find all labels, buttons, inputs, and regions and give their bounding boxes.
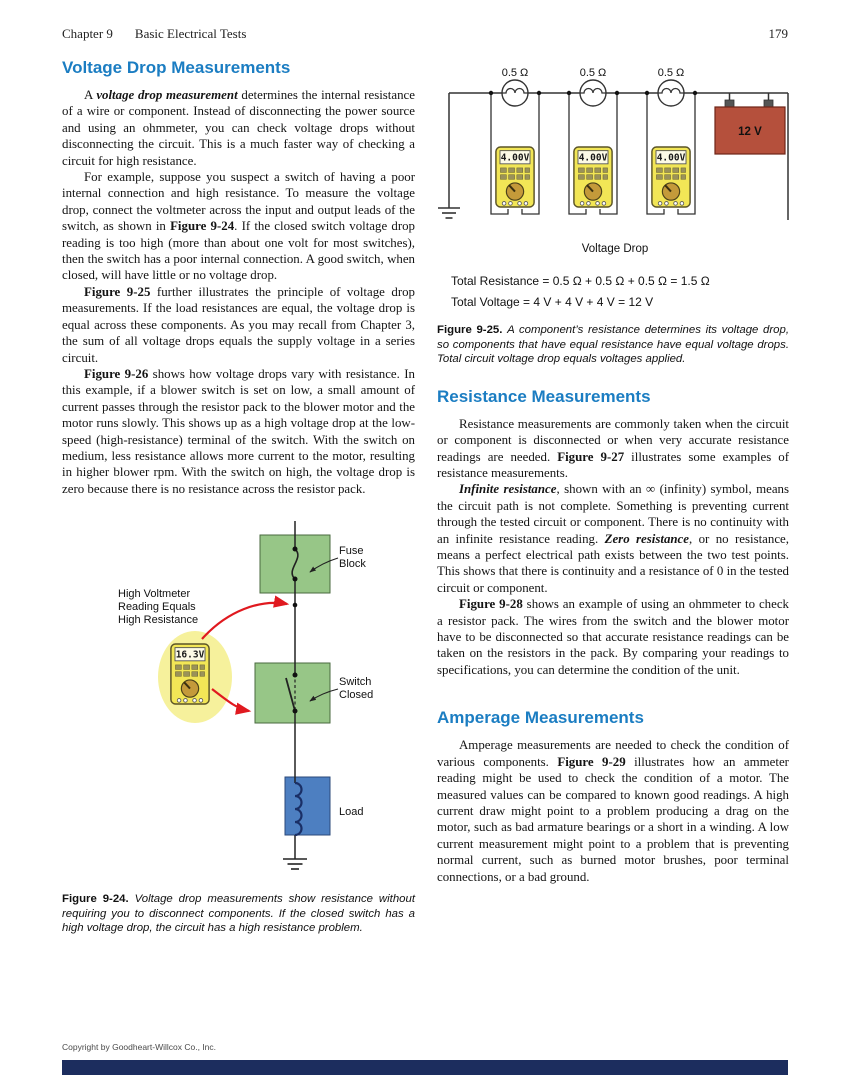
figure-9-25-caption: Figure 9-25. A component’s resistance de… (437, 324, 789, 366)
resistors (501, 79, 685, 107)
figure-9-25-equations: Total Resistance = 0.5 Ω + 0.5 Ω + 0.5 Ω… (451, 271, 789, 313)
copyright-notice: Copyright by Goodheart-Willcox Co., Inc. (62, 1042, 217, 1052)
paragraph: A voltage drop measurement determines th… (62, 88, 415, 168)
voltmeter-display-3: 4.00V (657, 153, 686, 164)
high-reading-label-line3: High Resistance (118, 614, 198, 626)
diagram-title: Voltage Drop (582, 243, 649, 255)
high-reading-label-line2: Reading Equals (118, 601, 196, 613)
figure-9-25: 12 V (437, 62, 789, 367)
high-reading-label-line1: High Voltmeter (118, 588, 190, 600)
figure-9-24: 16.3V High Voltmeter Reading Equals High… (62, 513, 415, 936)
arrow-to-switch-input (201, 595, 290, 640)
paragraph: Resistance measurements are commonly tak… (437, 416, 790, 480)
paragraph: Infinite resistance, shown with an ∞ (in… (437, 482, 790, 595)
page-number: 179 (768, 26, 789, 41)
resistor-label-3: 0.5 Ω (658, 67, 685, 79)
battery-body (714, 106, 786, 155)
switch-label-line1: Switch (339, 676, 371, 688)
junction-dots (488, 90, 698, 96)
paragraph: Figure 9-28 shows an example of using an… (437, 597, 789, 677)
chapter-title: Basic Electrical Tests (134, 26, 247, 41)
section-heading-resistance: Resistance Measurements (437, 386, 651, 406)
page-header: Chapter 9 Basic Electrical Tests 179 (62, 26, 788, 42)
measurement-arrows (201, 595, 290, 715)
section-heading-voltage-drop: Voltage Drop Measurements (62, 58, 291, 77)
fuse-symbol (291, 546, 299, 582)
resistor-label-1: 0.5 Ω (502, 67, 529, 79)
equation-total-voltage: Total Voltage = 4 V + 4 V + 4 V = 12 V (451, 295, 654, 309)
resistor-label-2: 0.5 Ω (580, 67, 607, 79)
load-label: Load (339, 806, 363, 818)
battery-label: 12 V (738, 126, 762, 138)
fuse-block-label-line2: Block (339, 558, 366, 570)
equation-total-resistance: Total Resistance = 0.5 Ω + 0.5 Ω + 0.5 Ω… (451, 274, 710, 288)
switch-symbol (285, 672, 298, 714)
resistor-2 (579, 79, 607, 107)
figure-9-24-diagram: 16.3V High Voltmeter Reading Equals High… (118, 521, 373, 870)
left-column: Voltage Drop Measurements A voltage drop… (62, 58, 415, 936)
paragraph: Figure 9-25 further illustrates the prin… (62, 284, 416, 365)
ground-symbol (438, 207, 460, 219)
ground-symbol (283, 858, 307, 870)
figure-9-25-diagram: 12 V (438, 67, 789, 255)
arrow-to-switch-output (211, 688, 252, 715)
label-leaders (309, 557, 339, 702)
voltmeter-display-2: 4.00V (579, 153, 608, 164)
switch-label-line2: Closed (339, 689, 373, 701)
voltmeter-leads (490, 93, 696, 215)
section-heading-amperage: Amperage Measurements (437, 708, 644, 728)
battery-terminal (763, 99, 774, 108)
right-column: 12 V (437, 58, 789, 885)
footer-bar (62, 1060, 788, 1075)
load-coil-symbol (294, 782, 303, 837)
paragraph: Figure 9-26 shows how voltage drops vary… (62, 366, 415, 496)
figure-9-24-caption: Figure 9-24. Voltage drop measurements s… (62, 893, 415, 935)
battery-12v: 12 V (714, 99, 786, 155)
resistor-3 (657, 79, 685, 107)
paragraph: Amperage measurements are needed to chec… (437, 738, 789, 884)
voltmeter-display: 16.3V (176, 650, 205, 661)
resistor-1 (501, 79, 529, 107)
paragraph: For example, suppose you suspect a switc… (62, 170, 415, 283)
junction-dot (292, 602, 298, 608)
fuse-block-label-line1: Fuse (339, 545, 363, 557)
chapter-label: Chapter 9 (62, 26, 113, 41)
voltmeter-display-1: 4.00V (501, 153, 530, 164)
load-box (284, 776, 331, 836)
running-head: Chapter 9 Basic Electrical Tests (62, 26, 246, 42)
battery-terminal (724, 99, 735, 108)
switch-box (254, 662, 331, 724)
